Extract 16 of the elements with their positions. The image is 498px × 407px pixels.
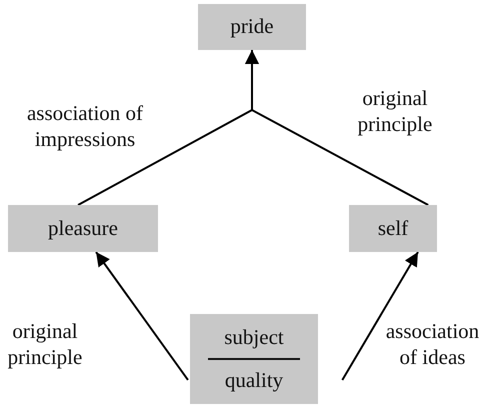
arrow: [341, 252, 419, 380]
node-label: pride: [230, 15, 274, 39]
node-label: pleasure: [48, 216, 118, 240]
concept-box: [190, 314, 318, 404]
concept-box: [8, 205, 158, 252]
edge-label: original principle: [6, 318, 84, 370]
edge-label: association of impressions: [26, 100, 144, 152]
arrow: [95, 251, 189, 381]
arrow: [245, 50, 429, 206]
concept-box: [198, 4, 306, 50]
node-label: self: [378, 216, 408, 240]
edge-label: original principle: [356, 85, 434, 138]
node-label: quality: [224, 369, 284, 392]
node-label: subject: [224, 326, 284, 349]
concept-box: [349, 205, 437, 252]
edge-label: association of ideas: [384, 318, 480, 370]
